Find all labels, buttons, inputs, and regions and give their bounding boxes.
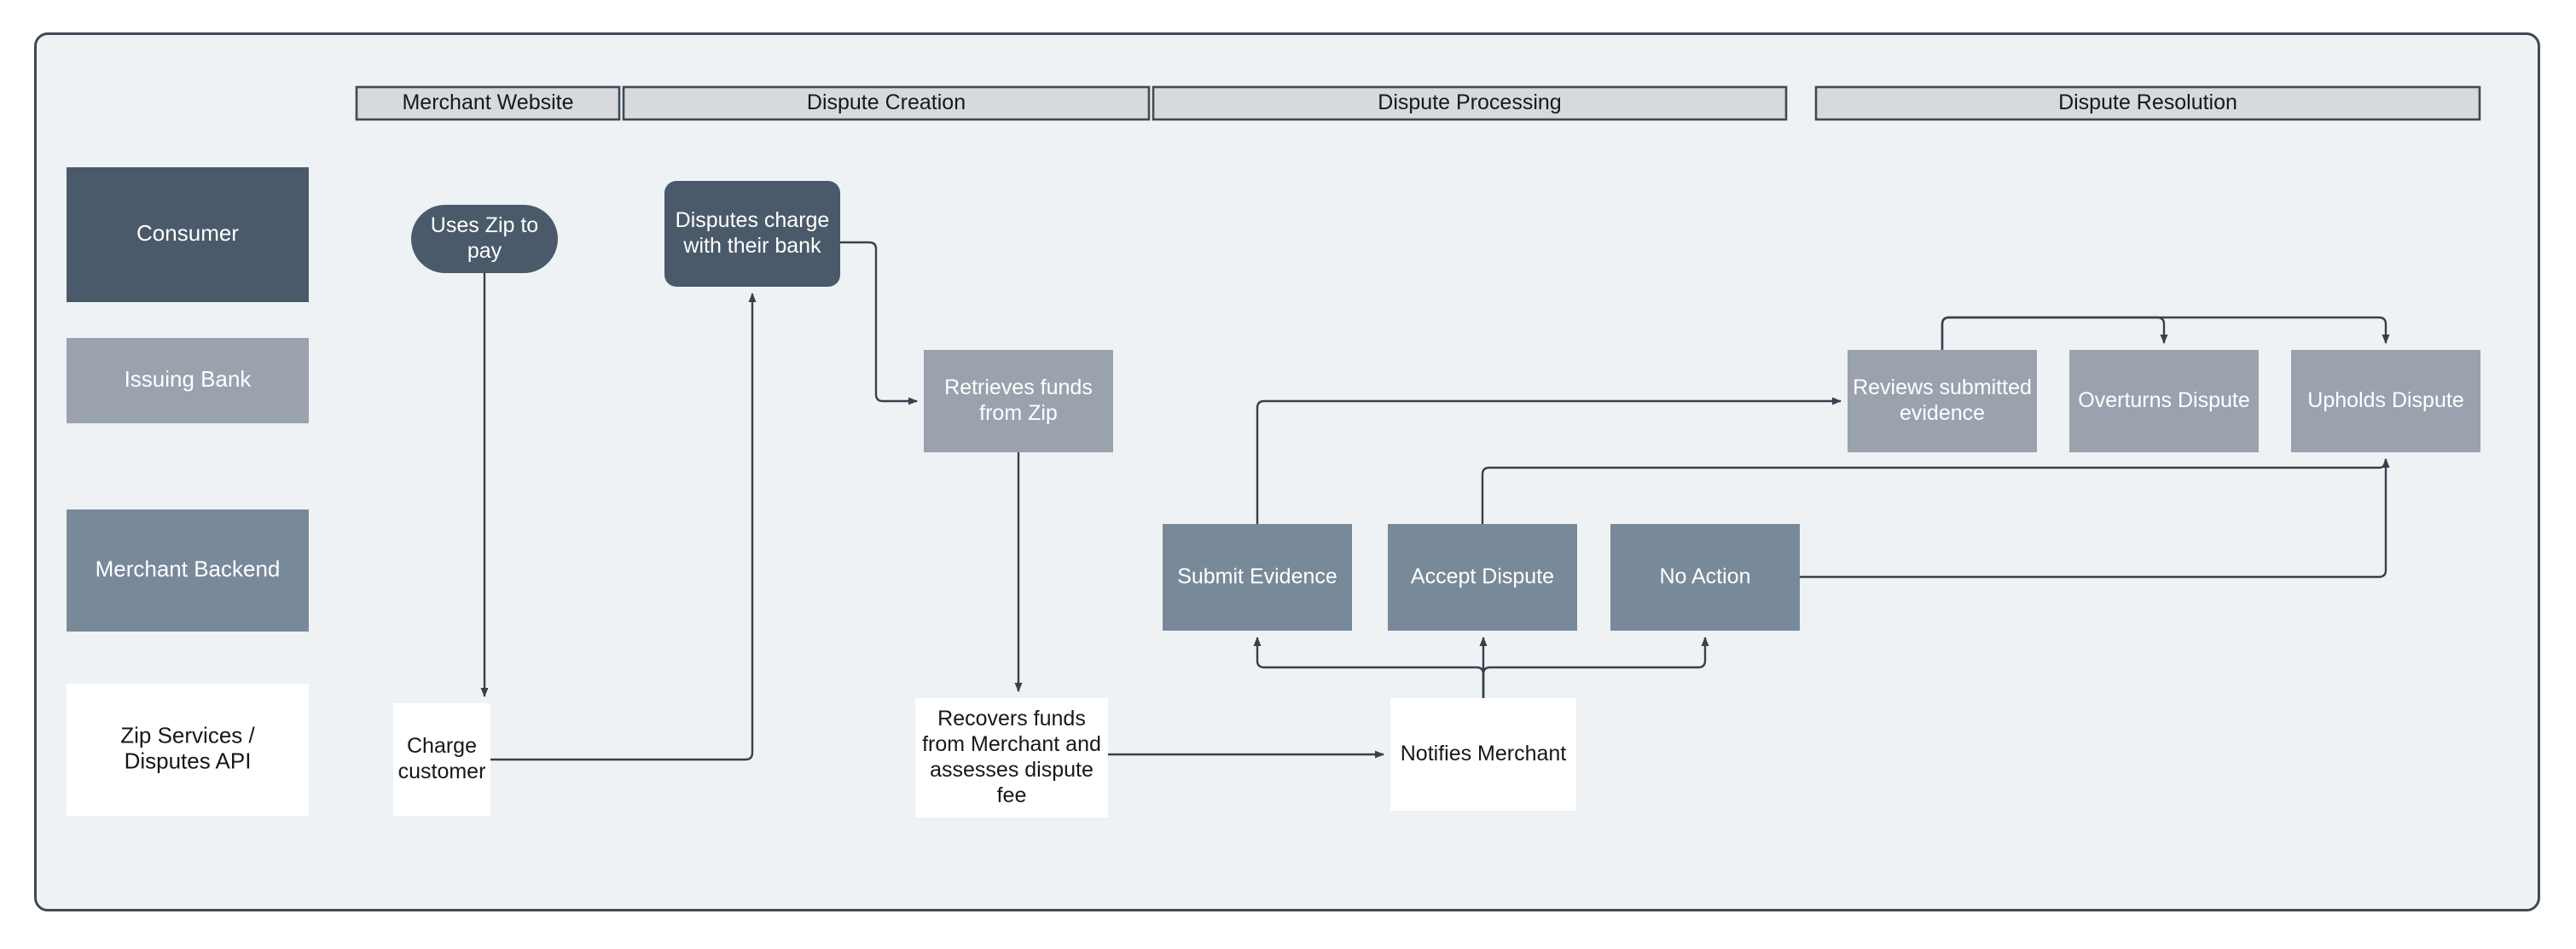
edge-charge-to-disputes: [490, 293, 757, 761]
phase-header-label-dispute-resolution: Dispute Resolution: [2058, 90, 2237, 114]
phase-headers-layer: Merchant Website Dispute Creation Dispute …: [355, 85, 2481, 121]
edge-accept-to-upholds: [1481, 458, 2390, 524]
node-label-overturns-dispute: Overturns Dispute: [2078, 388, 2249, 412]
node-label-submit-evidence: Submit Evidence: [1177, 564, 1337, 588]
phase-header-merchant-website[interactable]: Merchant Website: [355, 85, 621, 121]
lane-label-issuing-bank: Issuing Bank: [125, 366, 252, 392]
node-label-accept-dispute: Accept Dispute: [1411, 564, 1554, 588]
node-label-notifies-merchant: Notifies Merchant: [1401, 742, 1567, 766]
edge-notifies-to-submit: [1253, 637, 1485, 698]
phase-header-label-dispute-processing: Dispute Processing: [1378, 90, 1561, 114]
edge-submit-to-reviews: [1256, 397, 1842, 524]
phase-header-dispute-processing[interactable]: Dispute Processing: [1152, 85, 1788, 121]
edge-no-action-to-upholds: [1800, 458, 2390, 579]
phase-header-dispute-creation[interactable]: Dispute Creation: [622, 85, 1151, 121]
edge-reviews-to-upholds: [1941, 316, 2390, 350]
lane-merchant-backend[interactable]: Merchant Backend: [67, 509, 309, 632]
lane-consumer[interactable]: Consumer: [67, 167, 309, 302]
lane-zip-services[interactable]: Zip Services /Disputes API: [67, 684, 309, 816]
edge-disputes-to-retrieves: [840, 241, 918, 405]
node-notifies-merchant[interactable]: Notifies Merchant: [1390, 698, 1576, 811]
lane-label-zip-services: Zip Services /Disputes API: [120, 722, 255, 773]
phase-header-label-merchant-website: Merchant Website: [402, 90, 573, 114]
node-submit-evidence[interactable]: Submit Evidence: [1163, 524, 1352, 631]
node-accept-dispute[interactable]: Accept Dispute: [1388, 524, 1577, 631]
lane-label-merchant-backend: Merchant Backend: [96, 556, 281, 581]
node-label-upholds-dispute: Upholds Dispute: [2307, 388, 2463, 412]
node-label-no-action: No Action: [1659, 564, 1750, 588]
node-upholds-dispute[interactable]: Upholds Dispute: [2291, 350, 2480, 452]
edges-layer: [480, 241, 2390, 761]
node-no-action[interactable]: No Action: [1610, 524, 1800, 631]
lane-issuing-bank[interactable]: Issuing Bank: [67, 338, 309, 423]
lane-label-consumer: Consumer: [136, 220, 239, 246]
phase-header-label-dispute-creation: Dispute Creation: [807, 90, 966, 114]
node-overturns-dispute[interactable]: Overturns Dispute: [2069, 350, 2259, 452]
edge-reviews-to-overturns: [1941, 316, 2168, 350]
phase-header-dispute-resolution[interactable]: Dispute Resolution: [1814, 85, 2481, 121]
edge-notifies-to-no-action: [1482, 637, 1709, 698]
